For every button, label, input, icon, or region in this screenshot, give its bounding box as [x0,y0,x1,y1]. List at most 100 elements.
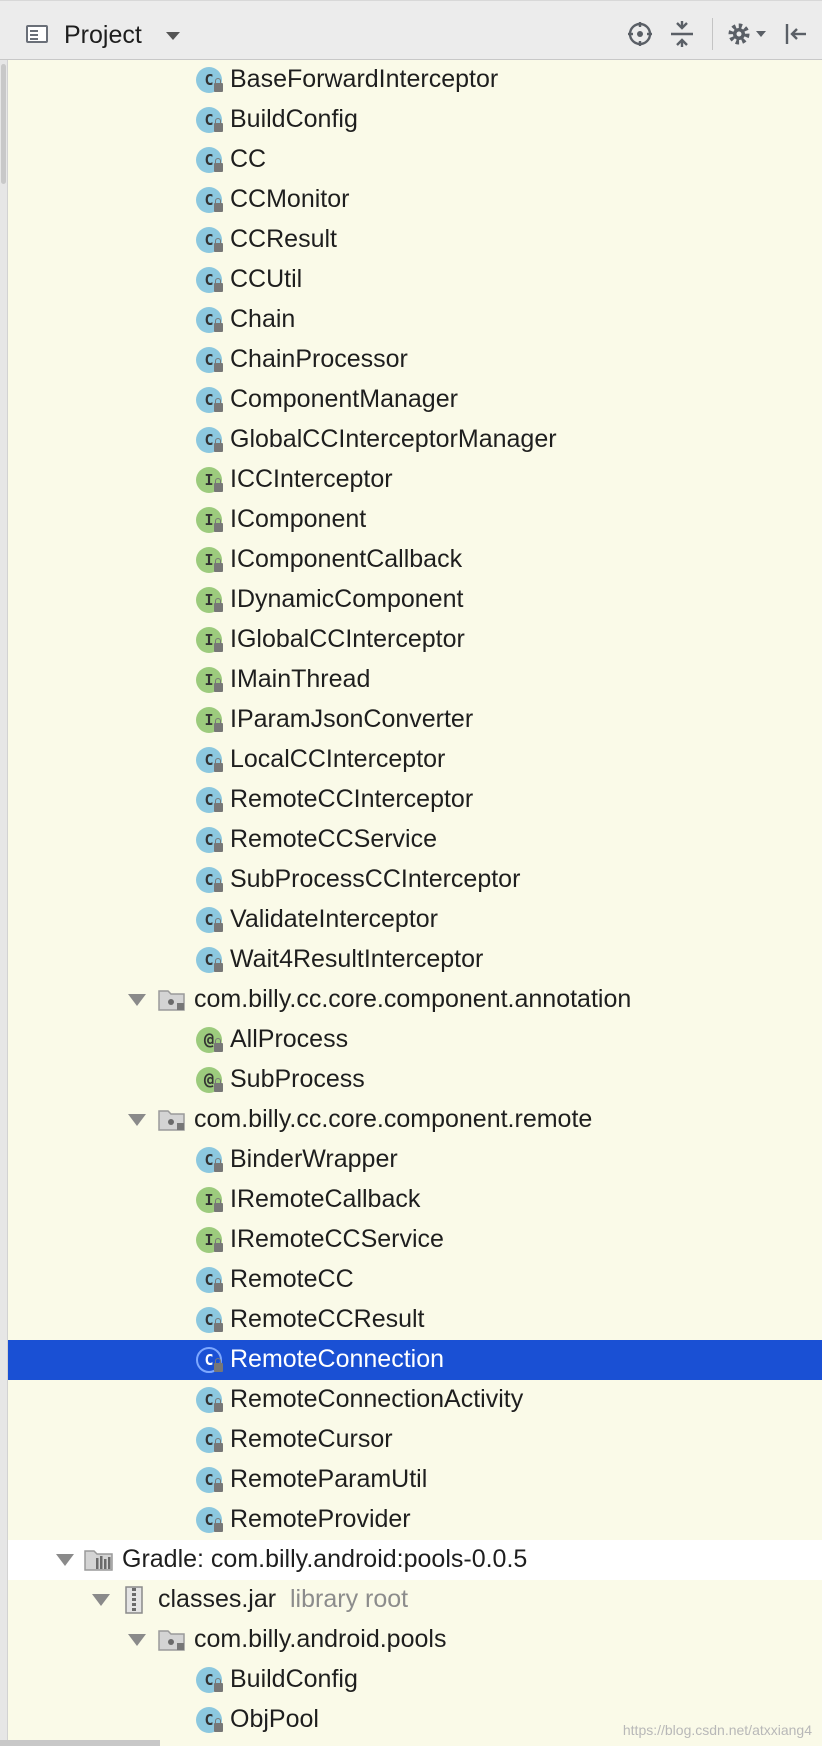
tree-class-node[interactable]: @AllProcess [8,1020,822,1060]
lock-icon [214,918,223,932]
project-view-icon[interactable] [26,25,48,43]
lock-icon [214,518,223,532]
lock-icon [214,158,223,172]
locate-icon[interactable] [626,20,654,48]
horizontal-scrollbar[interactable] [0,1740,160,1746]
tree-node-label: ICCInterceptor [230,465,393,493]
tree-node-label: IParamJsonConverter [230,705,474,733]
expand-arrow-icon[interactable] [92,1594,110,1606]
tree-node-label: ChainProcessor [230,345,408,373]
collapse-all-icon[interactable] [668,20,696,48]
tree-node-label: IRemoteCCService [230,1225,444,1253]
expand-arrow-icon[interactable] [56,1554,74,1566]
expand-arrow-icon[interactable] [128,994,146,1006]
vertical-scrollbar[interactable] [1,64,6,184]
lock-icon [214,1038,223,1052]
tree-node-label: RemoteCCResult [230,1305,425,1333]
tree-node-label: BaseForwardInterceptor [230,65,499,93]
tree-node-label: AllProcess [230,1025,349,1053]
lock-icon [214,958,223,972]
dropdown-arrow-icon[interactable] [166,32,180,40]
expand-arrow-icon[interactable] [128,1114,146,1126]
tree-node-label: RemoteConnection [230,1345,445,1373]
tree-node-label: BinderWrapper [230,1145,398,1173]
lock-icon [214,198,223,212]
tree-node-label: ValidateInterceptor [230,905,438,933]
package-folder-icon [158,1630,185,1651]
tree-node-label: Wait4ResultInterceptor [230,945,484,973]
gear-icon[interactable] [726,20,770,48]
tree-node-label: IRemoteCallback [230,1185,421,1213]
tree-package-node[interactable]: com.billy.android.pools [8,1620,822,1660]
tree-class-node[interactable]: @SubProcess [8,1060,822,1100]
tree-node-label: RemoteConnectionActivity [230,1385,524,1413]
project-toolbar: Project [0,0,822,60]
watermark: https://blog.csdn.net/atxxiang4 [622,1722,812,1738]
lock-icon [214,1238,223,1252]
tree-node-label: IDynamicComponent [230,585,464,613]
tree-node-label: com.billy.android.pools [194,1625,447,1653]
tree-node-label: classes.jar [158,1585,277,1613]
tree-node-label: BuildConfig [230,105,358,133]
tree-node-label: IComponent [230,505,367,533]
tree-node-hint: library root [290,1585,409,1613]
tree-package-node[interactable]: com.billy.cc.core.component.remote [8,1100,822,1140]
lock-icon [214,1158,223,1172]
tree-node-label: com.billy.cc.core.component.annotation [194,985,632,1013]
lock-icon [214,878,223,892]
tree-node-label: IGlobalCCInterceptor [230,625,465,653]
expand-arrow-icon[interactable] [128,1634,146,1646]
tree-node-label: GlobalCCInterceptorManager [230,425,557,453]
tree-jar-node[interactable]: classes.jar library root [8,1580,822,1620]
hide-icon[interactable] [782,20,810,48]
tree-node-label: SubProcess [230,1065,365,1093]
tree-node-label: ObjPool [230,1705,319,1733]
lock-icon [214,1318,223,1332]
tree-node-label: SubProcessCCInterceptor [230,865,521,893]
lock-icon [214,718,223,732]
lock-icon [214,1518,223,1532]
lock-icon [214,598,223,612]
tree-library-node[interactable]: Gradle: com.billy.android:pools-0.0.5 [8,1540,822,1580]
jar-archive-icon [125,1586,143,1614]
tree-node-label: Chain [230,305,296,333]
tree-package-node[interactable]: com.billy.cc.core.component.annotation [8,980,822,1020]
project-view-title[interactable]: Project [64,21,142,49]
lock-icon [214,1678,223,1692]
